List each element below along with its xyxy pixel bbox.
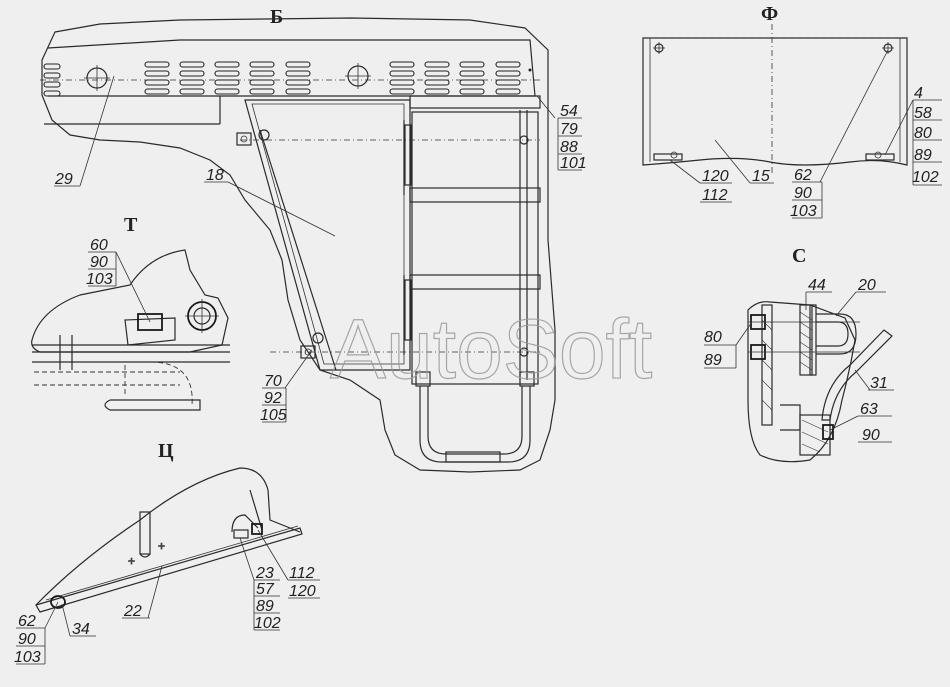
- svg-text:23: 23: [255, 565, 274, 582]
- callout-62-ts: 62 90 103: [14, 601, 59, 666]
- callout-15: 15: [714, 139, 774, 185]
- svg-text:105: 105: [260, 407, 287, 424]
- svg-text:15: 15: [752, 168, 770, 185]
- view-b: Б: [40, 6, 587, 473]
- svg-text:103: 103: [86, 271, 113, 288]
- mount-holes-top: [84, 63, 532, 91]
- casing-outline: [41, 17, 556, 473]
- callout-54: 54 79 88 101: [536, 95, 587, 172]
- callout-120: 120 112: [669, 159, 732, 204]
- svg-text:57: 57: [256, 581, 275, 598]
- svg-text:92: 92: [264, 390, 282, 407]
- svg-text:44: 44: [808, 277, 826, 294]
- view-f-label: Ф: [761, 3, 778, 25]
- vent-slots-right: [389, 61, 521, 95]
- callout-31: 31: [854, 369, 894, 392]
- callout-29: 29: [54, 75, 115, 188]
- svg-text:112: 112: [702, 187, 728, 204]
- view-s-label: С: [792, 245, 806, 267]
- callout-44: 44: [805, 277, 832, 310]
- svg-text:70: 70: [264, 373, 282, 390]
- svg-text:4: 4: [914, 85, 923, 102]
- top-panel: [47, 39, 536, 97]
- view-s: С 44 20: [704, 245, 894, 463]
- svg-text:62: 62: [794, 167, 812, 184]
- svg-text:103: 103: [790, 203, 817, 220]
- view-t: Т 60 90 103: [31, 214, 230, 411]
- svg-text:58: 58: [914, 105, 932, 122]
- svg-text:90: 90: [862, 427, 880, 444]
- step-bracket: [236, 99, 540, 371]
- svg-text:62: 62: [18, 613, 36, 630]
- svg-text:88: 88: [560, 139, 578, 156]
- callout-112: 112 120: [257, 529, 320, 600]
- svg-text:18: 18: [206, 167, 224, 184]
- callout-70: 70 92 105: [260, 349, 313, 424]
- svg-text:101: 101: [560, 155, 587, 172]
- svg-text:34: 34: [72, 621, 90, 638]
- svg-text:90: 90: [18, 631, 36, 648]
- svg-text:120: 120: [289, 583, 316, 600]
- callout-23: 23 57 89 102: [239, 537, 281, 632]
- svg-text:60: 60: [90, 237, 108, 254]
- svg-text:112: 112: [289, 565, 315, 582]
- svg-text:79: 79: [560, 121, 578, 138]
- callout-18: 18: [204, 167, 336, 237]
- svg-text:29: 29: [54, 171, 73, 188]
- callout-63: 63 90: [829, 401, 892, 444]
- view-ts: Ц + + 62 90 103 34 22: [14, 440, 320, 666]
- svg-text:120: 120: [702, 168, 729, 185]
- svg-text:+: +: [158, 539, 165, 553]
- view-f: Ф 120 112 15 62 90 103: [642, 3, 942, 220]
- callout-20: 20: [835, 277, 886, 317]
- svg-text:103: 103: [14, 649, 41, 666]
- svg-text:80: 80: [914, 125, 932, 142]
- svg-text:22: 22: [123, 603, 142, 620]
- svg-text:89: 89: [914, 147, 932, 164]
- svg-text:80: 80: [704, 329, 722, 346]
- callout-22: 22: [122, 565, 163, 620]
- svg-text:+: +: [128, 554, 135, 568]
- svg-text:63: 63: [860, 401, 878, 418]
- svg-text:90: 90: [90, 254, 108, 271]
- svg-text:54: 54: [560, 103, 578, 120]
- view-t-label: Т: [124, 214, 138, 236]
- callout-34: 34: [61, 603, 96, 638]
- svg-text:90: 90: [794, 185, 812, 202]
- svg-text:102: 102: [912, 169, 939, 186]
- ladder: [403, 95, 541, 463]
- watermark: AutoSoft: [330, 302, 652, 396]
- view-ts-label: Ц: [158, 440, 174, 462]
- callout-4: 4 58 80 89 102: [884, 85, 942, 186]
- callout-62-f: 62 90 103: [790, 49, 889, 220]
- callout-60: 60 90 103: [86, 237, 151, 323]
- vent-slots-left: [43, 61, 311, 97]
- svg-text:102: 102: [254, 615, 281, 632]
- callout-80-s: 80 89: [704, 321, 753, 369]
- svg-text:20: 20: [857, 277, 876, 294]
- view-b-label: Б: [270, 6, 283, 28]
- svg-text:89: 89: [256, 598, 274, 615]
- svg-text:89: 89: [704, 352, 722, 369]
- svg-text:31: 31: [870, 375, 888, 392]
